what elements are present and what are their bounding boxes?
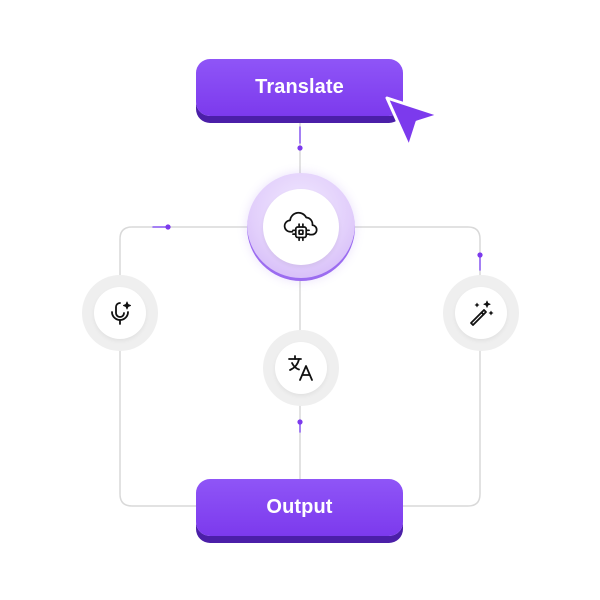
translate-node[interactable] xyxy=(263,330,339,406)
magic-wand-icon xyxy=(470,300,494,326)
translate-button-label: Translate xyxy=(255,76,344,98)
enhance-node[interactable] xyxy=(443,275,519,351)
output-button-label: Output xyxy=(266,496,333,518)
microphone-sparkle-icon xyxy=(111,301,131,325)
pointer-arrow-icon xyxy=(384,95,442,156)
cloud-chip-icon xyxy=(283,211,318,242)
voice-input-node[interactable] xyxy=(82,275,158,351)
cloud-processor-node[interactable] xyxy=(247,173,355,281)
translate-button[interactable]: Translate xyxy=(196,59,403,116)
translate-icon xyxy=(288,355,313,381)
output-button[interactable]: Output xyxy=(196,479,403,536)
